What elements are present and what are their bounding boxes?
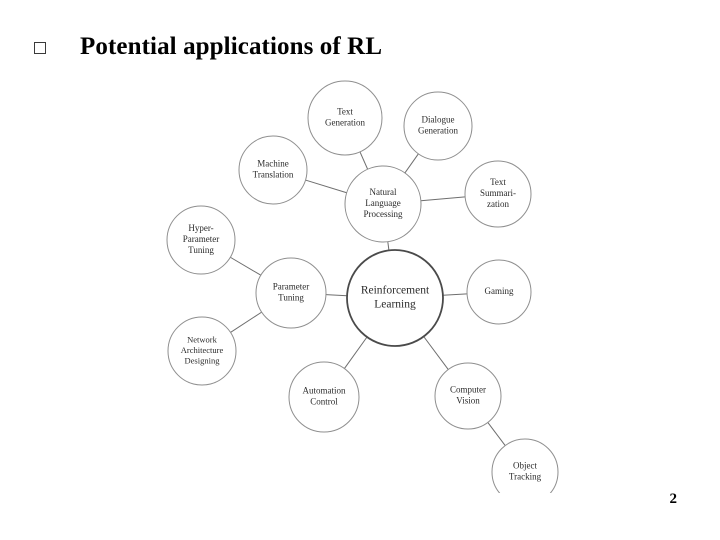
node-label-dialogue-generation: Generation <box>418 126 458 136</box>
node-circle-text-summarization <box>464 160 532 228</box>
node-circle-network-architecture-designing <box>167 316 237 386</box>
edge-nlp-text-generation <box>359 151 369 170</box>
node-circle-computer-vision <box>434 362 502 430</box>
node-gaming: Gaming <box>466 259 532 325</box>
node-circle-gaming <box>466 259 532 325</box>
node-label-network-architecture-designing: Architecture <box>181 345 224 355</box>
node-label-gaming: Gaming <box>485 286 514 296</box>
node-circle-automation-control <box>288 361 360 433</box>
node-circle-rl <box>346 249 444 347</box>
node-label-text-summarization: zation <box>487 199 509 209</box>
node-label-text-generation: Generation <box>325 118 365 128</box>
node-label-rl: Reinforcement <box>361 285 430 297</box>
node-circle-parameter-tuning <box>255 257 327 329</box>
edge-parameter-tuning-network-architecture-designing <box>230 311 262 333</box>
edge-rl-computer-vision <box>423 336 449 370</box>
edge-nlp-text-summarization <box>420 196 466 202</box>
node-label-object-tracking: Object <box>513 461 537 471</box>
edge-nlp-dialogue-generation <box>404 153 419 174</box>
node-circle-hyper-parameter-tuning <box>166 205 236 275</box>
node-label-computer-vision: Vision <box>456 396 480 406</box>
edge-layer <box>230 151 506 446</box>
page-title: Potential applications of RL <box>80 33 383 60</box>
node-label-text-summarization: Text <box>490 177 506 187</box>
node-label-machine-translation: Machine <box>257 159 289 169</box>
square-bullet-icon <box>34 42 46 54</box>
edge-nlp-machine-translation <box>305 179 347 194</box>
node-label-nlp: Language <box>365 198 400 208</box>
node-label-hyper-parameter-tuning: Hyper- <box>188 223 213 233</box>
edge-rl-automation-control <box>343 336 368 369</box>
node-label-dialogue-generation: Dialogue <box>422 115 455 125</box>
node-label-hyper-parameter-tuning: Parameter <box>183 234 219 244</box>
node-label-computer-vision: Computer <box>450 385 486 395</box>
edge-parameter-tuning-hyper-parameter-tuning <box>230 256 262 276</box>
node-label-network-architecture-designing: Network <box>187 335 217 345</box>
node-circle-dialogue-generation <box>403 91 473 161</box>
edge-computer-vision-object-tracking <box>487 422 506 446</box>
node-label-nlp: Natural <box>370 187 397 197</box>
node-circle-machine-translation <box>238 135 308 205</box>
node-label-object-tracking: Tracking <box>509 472 542 482</box>
node-label-text-generation: Text <box>337 107 353 117</box>
node-label-automation-control: Control <box>310 397 338 407</box>
node-label-parameter-tuning: Tuning <box>278 293 304 303</box>
edge-rl-parameter-tuning <box>325 294 348 297</box>
edge-nlp-rl <box>387 241 390 251</box>
node-label-rl: Learning <box>374 299 416 311</box>
page-number: 2 <box>669 491 678 507</box>
node-label-parameter-tuning: Parameter <box>273 282 309 292</box>
node-label-text-summarization: Summari- <box>480 188 516 198</box>
slide-title-row: Potential applications of RL <box>34 33 674 75</box>
node-circle-text-generation <box>307 80 383 156</box>
edge-rl-gaming <box>442 293 468 296</box>
node-label-automation-control: Automation <box>303 386 346 396</box>
node-label-machine-translation: Translation <box>253 170 294 180</box>
node-label-nlp: Processing <box>364 209 403 219</box>
node-label-network-architecture-designing: Designing <box>185 355 221 365</box>
node-circle-nlp <box>344 165 422 243</box>
node-label-hyper-parameter-tuning: Tuning <box>188 245 214 255</box>
node-circle-object-tracking <box>491 438 559 493</box>
